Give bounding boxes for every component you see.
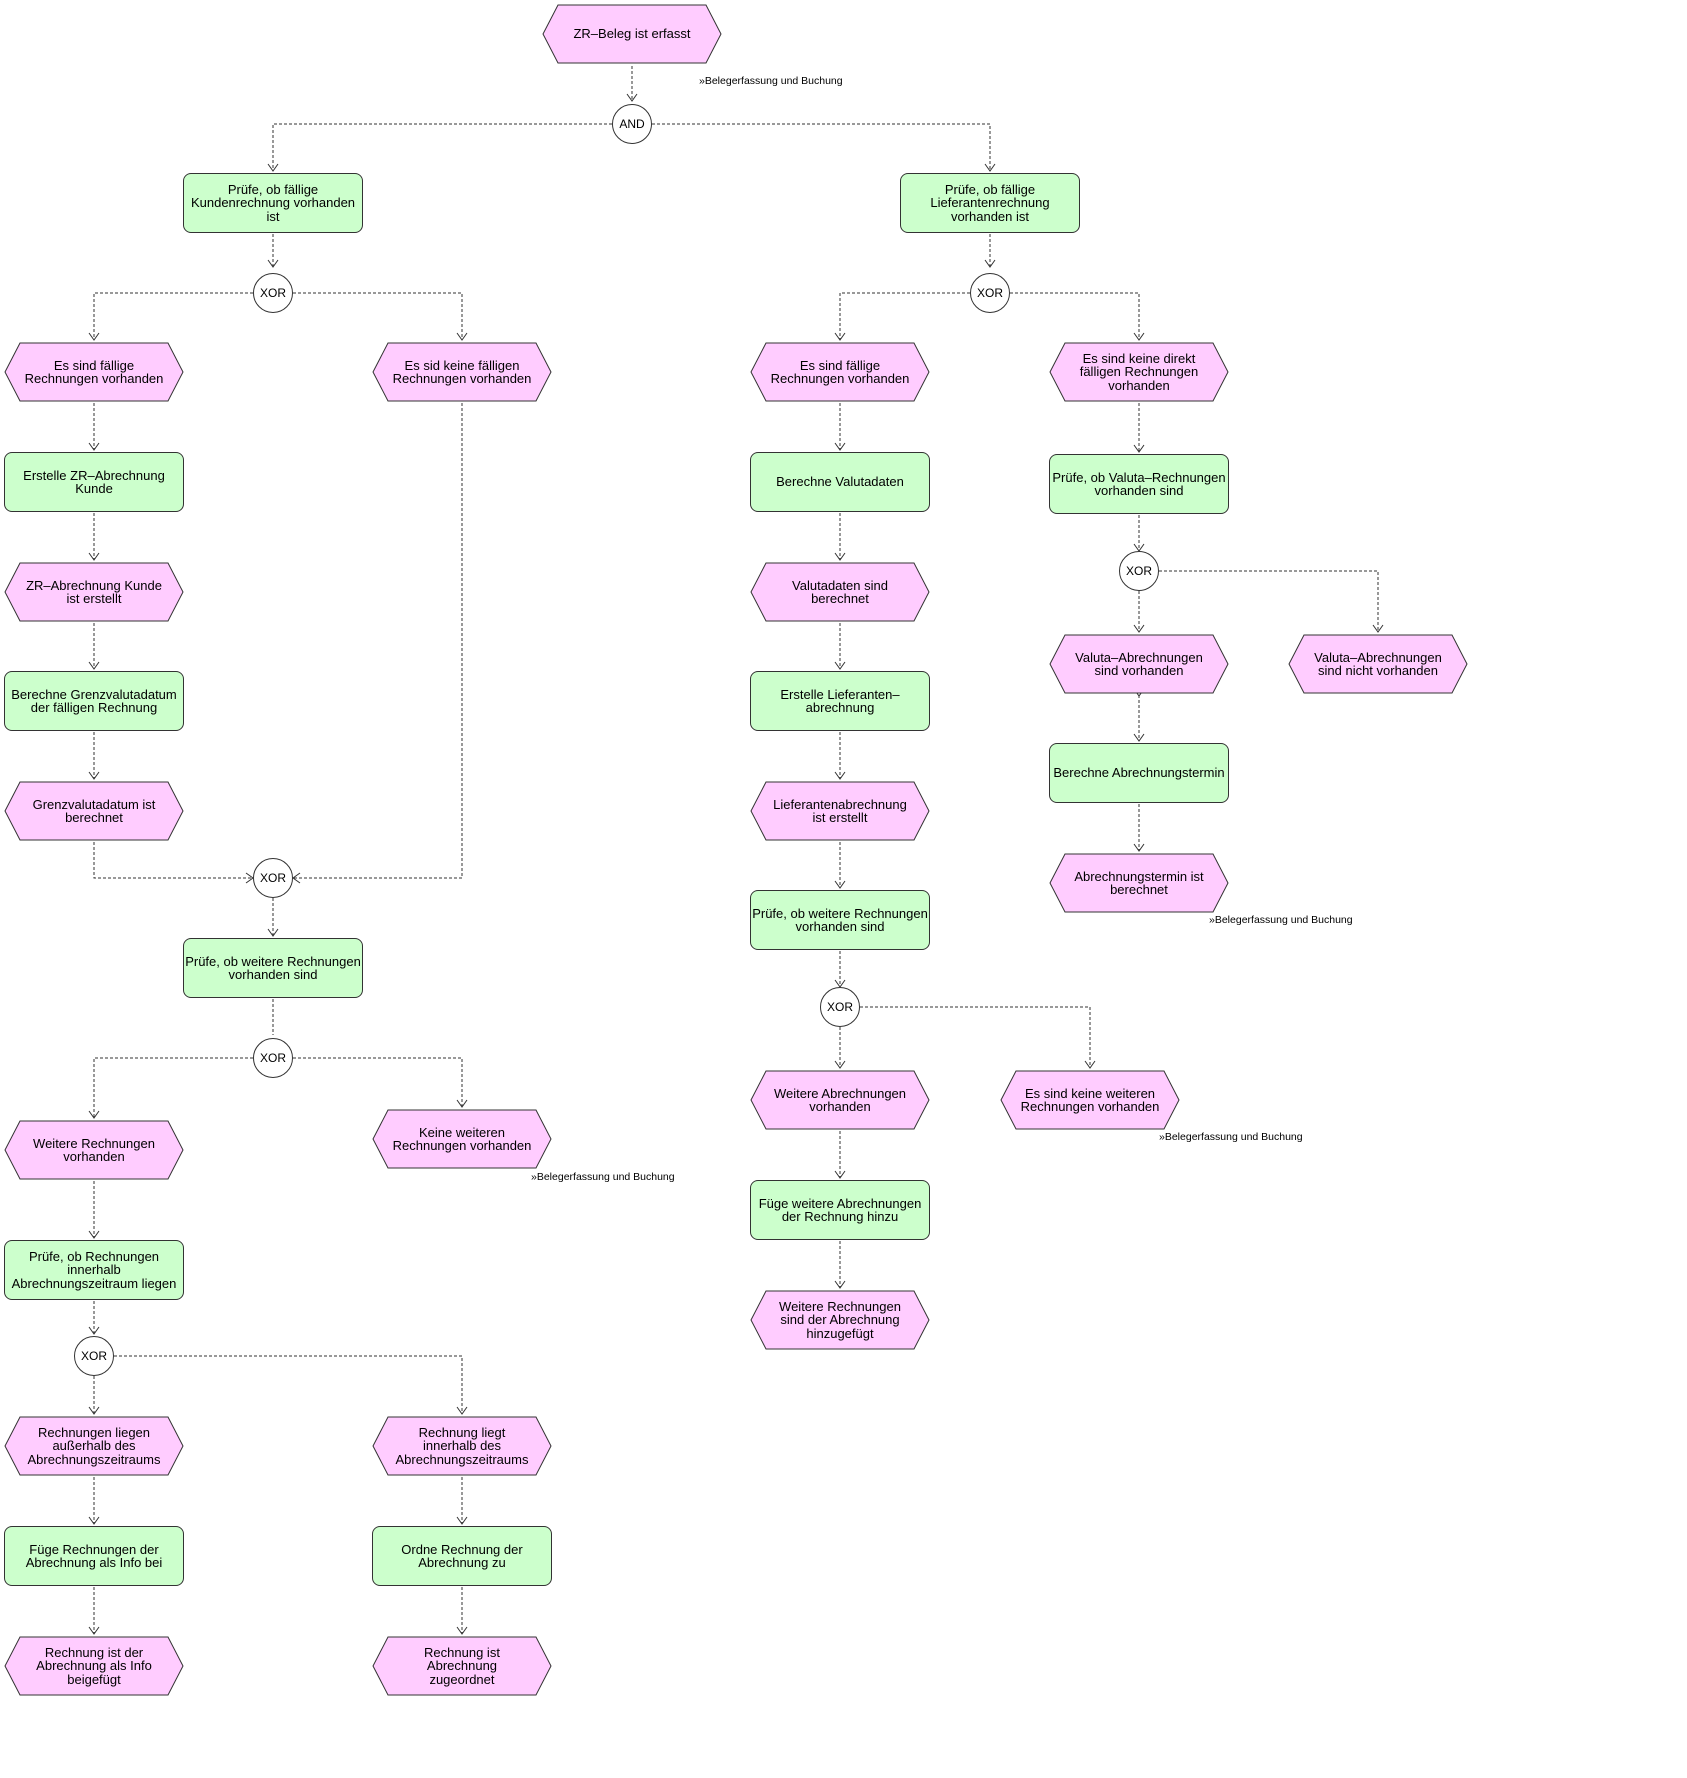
function-erstelle-lieferantenabrechnung: Erstelle Lieferanten– abrechnung [750,671,930,731]
process-reference-link[interactable]: »Belegerfassung und Buchung [531,1171,675,1183]
event-keine-weiteren-rechnungen: Keine weiteren Rechnungen vorhanden [372,1109,552,1169]
event-valuta-nicht-vorhanden: Valuta–Abrechnungen sind nicht vorhanden [1288,634,1468,694]
event-keine-direkt-faelligen: Es sind keine direkt fälligen Rechnungen… [1049,342,1229,402]
event-l-faellige-vorhanden: Es sind fällige Rechnungen vorhanden [750,342,930,402]
process-reference-link[interactable]: »Belegerfassung und Buchung [1209,914,1353,926]
event-label: Es sind fällige Rechnungen vorhanden [24,357,164,386]
event-abrechnung-zugeordnet: Rechnung ist Abrechnung zugeordnet [372,1636,552,1696]
event-label: Es sind keine weiteren Rechnungen vorhan… [1020,1085,1160,1114]
event-k-faellige-vorhanden: Es sind fällige Rechnungen vorhanden [4,342,184,402]
event-label: Rechnung ist der Abrechnung als Info bei… [36,1644,152,1687]
xor-gate-weitere-l: XOR [820,987,860,1027]
event-label: Es sind fällige Rechnungen vorhanden [770,357,910,386]
function-pruefe-lieferantenrechnung: Prüfe, ob fällige Lieferantenrechnung vo… [900,173,1080,233]
event-label: Valuta–Abrechnungen sind vorhanden [1075,649,1203,678]
event-zr-beleg-erfasst: ZR–Beleg ist erfasst [542,4,722,64]
event-label: Valutadaten sind berechnet [792,577,888,606]
event-weitere-abrechnungen-vorhanden: Weitere Abrechnungen vorhanden [750,1070,930,1130]
function-pruefe-zeitraum: Prüfe, ob Rechnungen innerhalb Abrechnun… [4,1240,184,1300]
function-berechne-termin: Berechne Abrechnungstermin [1049,743,1229,803]
event-als-info-beigefuegt: Rechnung ist der Abrechnung als Info bei… [4,1636,184,1696]
event-ausserhalb-zeitraum: Rechnungen liegen außerhalb des Abrechnu… [4,1416,184,1476]
xor-gate-zeitraum: XOR [74,1336,114,1376]
event-label: Es sid keine fälligen Rechnungen vorhand… [392,357,532,386]
function-pruefe-weitere-k: Prüfe, ob weitere Rechnungen vorhanden s… [183,938,363,998]
event-abrechnungstermin-berechnet: Abrechnungstermin ist berechnet [1049,853,1229,913]
xor-gate-merge: XOR [253,858,293,898]
event-label: Rechnung ist Abrechnung zugeordnet [424,1644,500,1687]
event-grenzvaluta-berechnet: Grenzvalutadatum ist berechnet [4,781,184,841]
event-label: Lieferantenabrechnung ist erstellt [773,796,907,825]
xor-gate-valuta: XOR [1119,551,1159,591]
xor-gate-lieferant: XOR [970,273,1010,313]
event-label: ZR–Beleg ist erfasst [573,26,691,42]
event-label: Rechnungen liegen außerhalb des Abrechnu… [27,1424,161,1467]
event-label: Keine weiteren Rechnungen vorhanden [392,1124,532,1153]
event-label: Rechnung liegt innerhalb des Abrechnungs… [395,1424,529,1467]
event-label: ZR–Abrechnung Kunde ist erstellt [26,577,162,606]
function-berechne-grenzvaluta: Berechne Grenzvalutadatum der fälligen R… [4,671,184,731]
function-erstelle-zr-abrechnung: Erstelle ZR–Abrechnung Kunde [4,452,184,512]
event-valuta-vorhanden: Valuta–Abrechnungen sind vorhanden [1049,634,1229,694]
function-pruefe-weitere-l: Prüfe, ob weitere Rechnungen vorhanden s… [750,890,930,950]
function-ordne-zu: Ordne Rechnung der Abrechnung zu [372,1526,552,1586]
function-pruefe-kundenrechnung: Prüfe, ob fällige Kundenrechnung vorhand… [183,173,363,233]
event-label: Grenzvalutadatum ist berechnet [32,796,156,825]
event-innerhalb-zeitraum: Rechnung liegt innerhalb des Abrechnungs… [372,1416,552,1476]
event-lieferantenabrechnung-erstellt: Lieferantenabrechnung ist erstellt [750,781,930,841]
event-label: Abrechnungstermin ist berechnet [1074,868,1204,897]
function-fuege-als-info: Füge Rechnungen der Abrechnung als Info … [4,1526,184,1586]
xor-gate-weitere-k: XOR [253,1038,293,1078]
event-keine-weiteren-rechnungen-l: Es sind keine weiteren Rechnungen vorhan… [1000,1070,1180,1130]
xor-gate-kunde: XOR [253,273,293,313]
event-zr-abrechnung-erstellt: ZR–Abrechnung Kunde ist erstellt [4,562,184,622]
event-label: Weitere Abrechnungen vorhanden [773,1085,907,1114]
event-label: Es sind keine direkt fälligen Rechnungen… [1079,350,1199,393]
event-k-keine-faelligen: Es sid keine fälligen Rechnungen vorhand… [372,342,552,402]
process-reference-link[interactable]: »Belegerfassung und Buchung [1159,1131,1303,1143]
event-label: Valuta–Abrechnungen sind nicht vorhanden [1314,649,1442,678]
event-label: Weitere Rechnungen vorhanden [33,1135,155,1164]
event-weitere-rechnungen-hinzugefuegt: Weitere Rechnungen sind der Abrechnung h… [750,1290,930,1350]
function-fuege-weitere-hinzu: Füge weitere Abrechnungen der Rechnung h… [750,1180,930,1240]
function-berechne-valutadaten: Berechne Valutadaten [750,452,930,512]
event-weitere-rechnungen-vorhanden: Weitere Rechnungen vorhanden [4,1120,184,1180]
function-pruefe-valuta: Prüfe, ob Valuta–Rechnungen vorhanden si… [1049,454,1229,514]
event-valutadaten-berechnet: Valutadaten sind berechnet [750,562,930,622]
process-reference-link[interactable]: »Belegerfassung und Buchung [699,75,843,87]
and-gate: AND [612,104,652,144]
event-label: Weitere Rechnungen sind der Abrechnung h… [779,1298,901,1341]
